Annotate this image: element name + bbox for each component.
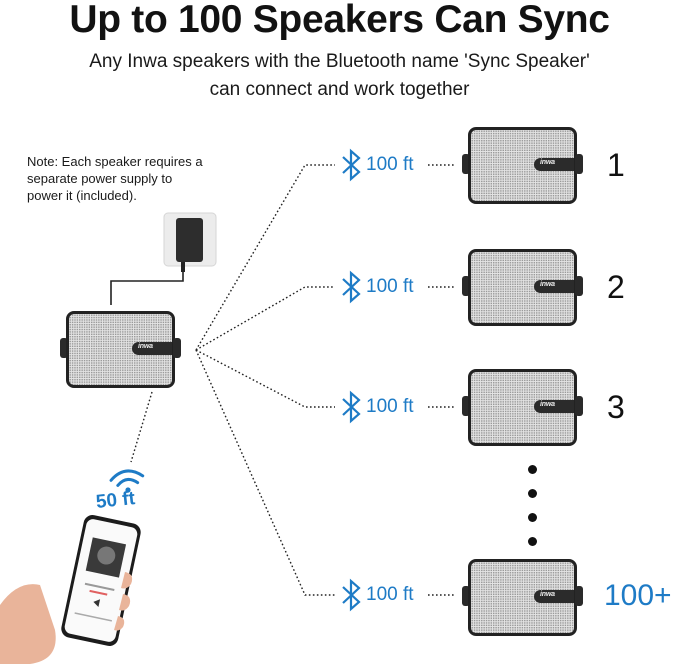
linked-speaker-1: inwa [459, 127, 586, 206]
link-line-4 [195, 349, 335, 596]
speaker-number-3: 3 [607, 389, 625, 425]
speaker-knob-left [462, 276, 470, 296]
wifi-icon [109, 469, 145, 493]
dot [528, 465, 537, 474]
bluetooth-icon [342, 578, 361, 612]
inwa-logo: inwa [132, 342, 172, 355]
range-label: 100 ft [366, 154, 414, 175]
power-cable [110, 268, 184, 305]
linked-speaker-3: inwa [459, 369, 586, 448]
main-speaker: inwa [57, 311, 184, 390]
linked-speaker-2: inwa [459, 249, 586, 328]
range-label: 100 ft [366, 584, 414, 605]
bluetooth-range-1: 100 ft [340, 148, 414, 182]
speaker-knob-right [575, 396, 583, 416]
range-label: 100 ft [366, 396, 414, 417]
note-line-1: Note: Each speaker requires a [27, 154, 203, 169]
hand [0, 584, 56, 664]
power-note: Note: Each speaker requires a separate p… [27, 153, 227, 204]
speaker-number-2: 2 [607, 269, 625, 305]
power-adapter-icon [163, 212, 217, 272]
subtitle-line-1: Any Inwa speakers with the Bluetooth nam… [89, 51, 590, 72]
speaker-number-1: 1 [607, 147, 625, 183]
link-line-2 [195, 286, 335, 351]
speaker-knob-left [462, 586, 470, 606]
inwa-logo: inwa [534, 280, 574, 293]
speaker-grille [468, 559, 577, 636]
dot [528, 513, 537, 522]
speaker-knob-left [462, 396, 470, 416]
bluetooth-icon [342, 270, 361, 304]
subtitle: Any Inwa speakers with the Bluetooth nam… [0, 48, 679, 104]
speaker-knob-left [60, 338, 68, 358]
page-title: Up to 100 Speakers Can Sync [69, 0, 610, 41]
speaker-grille [66, 311, 175, 388]
smartphone-in-hand [0, 515, 141, 664]
speaker-grille [468, 127, 577, 204]
bluetooth-range-2: 100 ft [340, 270, 414, 304]
bluetooth-icon [342, 148, 361, 182]
bluetooth-icon [342, 390, 361, 424]
speaker-knob-right [575, 276, 583, 296]
bluetooth-range-4: 100 ft [340, 578, 414, 612]
dot [528, 489, 537, 498]
speaker-knob-right [575, 586, 583, 606]
inwa-logo: inwa [534, 158, 574, 171]
inwa-logo: inwa [534, 400, 574, 413]
inwa-logo: inwa [534, 590, 574, 603]
speaker-number-100plus: 100+ [604, 579, 672, 612]
dot [528, 537, 537, 546]
range-label: 100 ft [366, 276, 414, 297]
note-line-3: power it (included). [27, 188, 137, 203]
speaker-knob-right [173, 338, 181, 358]
linked-speaker-100plus: inwa [459, 559, 586, 638]
note-line-2: separate power supply to [27, 171, 173, 186]
bluetooth-range-3: 100 ft [340, 390, 414, 424]
speaker-knob-right [575, 154, 583, 174]
subtitle-line-2: can connect and work together [209, 79, 470, 100]
link-line-3 [195, 349, 335, 408]
speaker-knob-left [462, 154, 470, 174]
link-line-1 [195, 164, 335, 351]
